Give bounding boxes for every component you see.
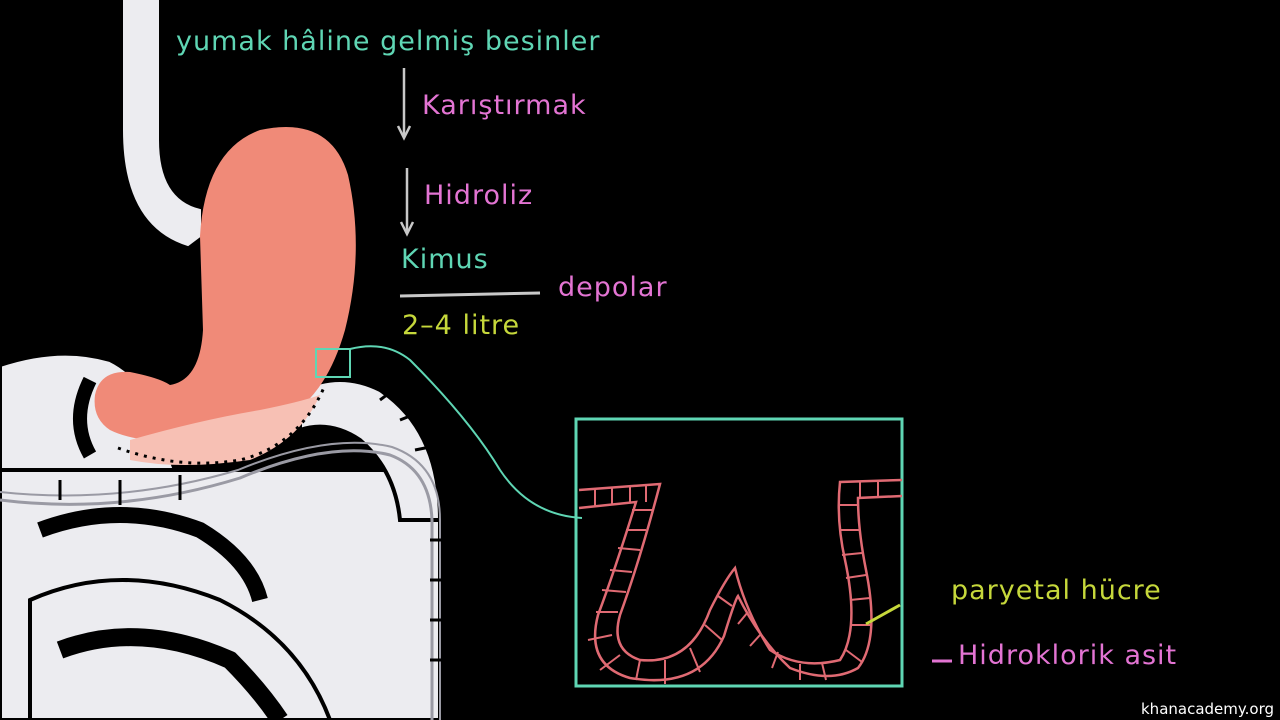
process-arrows (396, 68, 415, 237)
colon-haustra (58, 383, 445, 662)
stores-label: depolar (558, 272, 668, 303)
zoom-detail-box (574, 417, 904, 688)
food-bolus-label: yumak hâline gelmiş besinler (176, 26, 601, 57)
colon-band (0, 449, 434, 720)
parietal-cell-label: paryetal hücre (951, 575, 1162, 606)
mixing-label: Karıştırmak (422, 90, 587, 121)
chyme-label: Kimus (401, 244, 489, 275)
pancreas (130, 395, 320, 465)
stomach (94, 127, 356, 442)
watermark: khanacademy.org (1141, 700, 1274, 718)
hydrolysis-label: Hidroliz (424, 180, 534, 211)
zoom-connector (349, 345, 583, 519)
esophagus (123, 0, 201, 247)
hydrochloric-acid-label: Hidroklorik asit (958, 640, 1178, 671)
capacity-label: 2–4 litre (402, 310, 521, 341)
zoom-source-box (315, 348, 351, 378)
gastric-epithelium (578, 478, 903, 682)
intestines (0, 351, 443, 720)
parietal-pointer (865, 603, 901, 626)
epithelial-cell-dividers (587, 480, 879, 684)
fraction-line (399, 291, 541, 298)
